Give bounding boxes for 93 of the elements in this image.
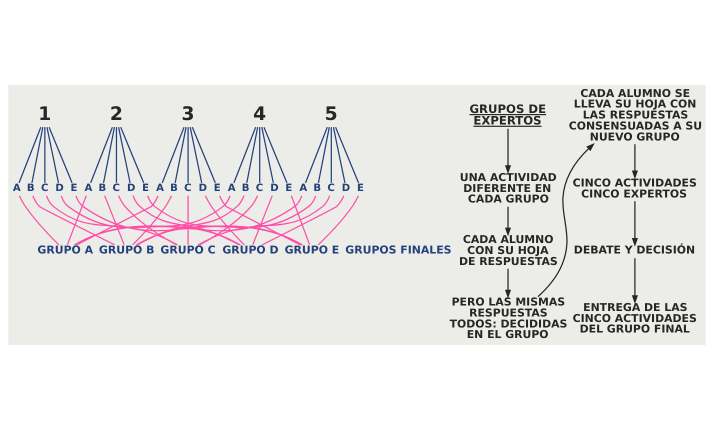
node-text: C — [256, 183, 264, 194]
node-text: A — [156, 183, 164, 194]
connector — [66, 195, 87, 245]
connector — [318, 195, 359, 246]
connector — [18, 126, 42, 184]
connector — [46, 195, 178, 246]
node-text: D — [342, 183, 350, 194]
connector — [187, 127, 189, 183]
node-text: E — [357, 183, 364, 194]
arrow — [632, 201, 638, 247]
node-text: GRUPO E — [284, 244, 340, 257]
connector — [252, 195, 273, 245]
connector — [120, 126, 144, 184]
node-text: PERO LAS MISMAS RESPUESTAS TODOS: DECIDIDAS EN EL GRUPO — [450, 295, 568, 342]
node-text: 2 — [110, 104, 123, 126]
arrow — [538, 142, 595, 298]
label: GRUPOS FINALES — [345, 244, 452, 257]
connector — [46, 127, 60, 183]
node-text: C — [40, 183, 48, 194]
connector — [204, 195, 245, 246]
node-text: 5 — [324, 104, 338, 126]
node-text: 3 — [181, 104, 194, 126]
connector — [104, 195, 125, 245]
connector — [219, 196, 301, 246]
connector — [192, 126, 216, 184]
arrow — [504, 128, 512, 174]
connector — [31, 127, 44, 183]
connector — [304, 126, 328, 184]
node-text: GRUPOS DE EXPERTOS — [469, 102, 546, 128]
node-text: D — [270, 183, 279, 194]
node-text: A — [84, 183, 92, 194]
node-text: ENTREGA DE LAS CINCO ACTIVIDADES DEL GRUPO FINAL — [572, 300, 697, 336]
node-text: E — [214, 183, 221, 194]
node-text: GRUPO B — [98, 244, 154, 257]
connector — [190, 127, 202, 183]
connector — [334, 126, 360, 184]
connector — [90, 126, 114, 184]
node-text: DEBATE Y DECISIÓN — [574, 244, 696, 257]
node-text: UNA ACTIVIDAD DIFERENTE EN CADA GRUPO — [460, 170, 557, 206]
node-text: E — [285, 183, 292, 194]
connector — [332, 127, 346, 183]
connector — [118, 195, 177, 246]
node-text: GRUPO A — [37, 244, 94, 257]
connector — [246, 127, 258, 183]
connector — [118, 127, 131, 183]
node-text: C — [112, 183, 120, 194]
connector — [174, 127, 187, 183]
node-text: B — [313, 183, 322, 194]
connector — [259, 127, 260, 183]
node-text: B — [98, 183, 106, 194]
node-text: B — [170, 183, 178, 194]
connector — [102, 127, 116, 183]
arrow — [632, 258, 638, 304]
connector — [44, 127, 46, 183]
connector — [162, 126, 185, 184]
node-text: 1 — [38, 104, 52, 126]
node-text: CINCO ACTIVIDADES CINCO EXPERTOS — [572, 176, 697, 200]
arrow — [504, 268, 512, 298]
connector — [233, 126, 256, 184]
node-text: CADA ALUMNO CON SU HOJA DE RESPUESTAS — [458, 233, 558, 268]
node-text: A — [299, 183, 308, 194]
node-text: B — [26, 183, 35, 194]
node-text: E — [70, 183, 78, 194]
connector — [48, 126, 73, 184]
connector — [318, 127, 330, 183]
node-text: E — [142, 183, 150, 194]
node-text: GRUPO D — [222, 244, 278, 257]
connector — [198, 195, 330, 246]
arrow — [632, 144, 638, 180]
connector — [199, 195, 258, 246]
node-text: D — [55, 183, 64, 194]
node-text: D — [126, 183, 136, 194]
connector — [132, 195, 172, 246]
connector — [116, 127, 118, 183]
node-text: 4 — [253, 104, 266, 126]
connector — [330, 127, 332, 183]
arrow — [504, 206, 512, 236]
node-text: CADA ALUMNO SE LLEVA SU HOJA CON LAS RESPUESTAS CONSENSUADAS A SU NUEVO GRUPO — [568, 86, 702, 144]
connector — [262, 196, 344, 246]
node-text: D — [198, 183, 207, 194]
connector — [187, 196, 189, 245]
node-text: B — [242, 183, 250, 194]
connector — [76, 196, 159, 246]
connector — [18, 195, 60, 246]
connector — [263, 126, 288, 184]
connector — [261, 127, 274, 183]
node-text: A — [12, 183, 21, 194]
connector — [32, 196, 115, 246]
node-text: A — [228, 183, 236, 194]
node-text: C — [327, 183, 335, 194]
node-text: C — [184, 183, 192, 194]
node-text: GRUPO C — [160, 244, 216, 257]
connector — [290, 195, 310, 245]
